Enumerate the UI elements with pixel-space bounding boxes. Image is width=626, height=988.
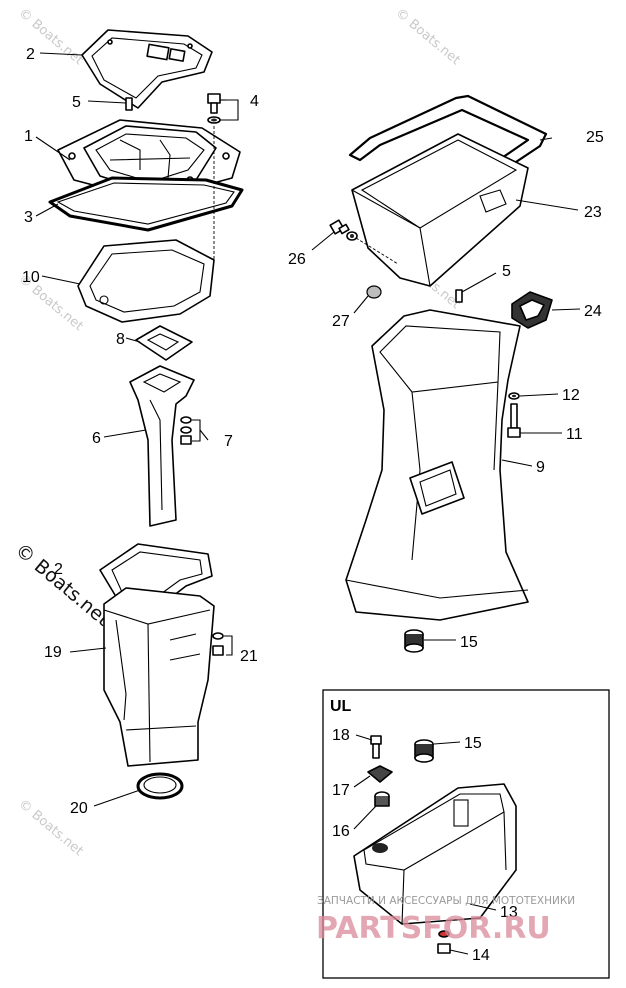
callouts: 2 5 4 1 3 10 8 6 7 2 19 21 20 25 23 26 5…: [22, 46, 604, 964]
callout-13: 13: [500, 904, 518, 921]
part-24-rubber-mount: [511, 291, 553, 329]
part-2-top-gasket: [81, 29, 213, 109]
part-4-bolt: [207, 93, 221, 124]
callout-23: 23: [584, 204, 602, 221]
callout-4: 4: [250, 93, 259, 110]
callout-3: 3: [24, 209, 33, 226]
callout-15: 15: [464, 735, 482, 752]
callout-2: 2: [26, 46, 35, 63]
part-5-dowel-pin: [455, 289, 463, 303]
ul-inset-frame: [322, 689, 610, 979]
watermark: © Boats.net: [392, 6, 462, 68]
brand-tagline: ЗАПЧАСТИ И АКСЕССУАРЫ ДЛЯ МОТОТЕХНИКИ: [317, 895, 575, 907]
callout-6: 6: [92, 430, 101, 447]
part-3-seal: [48, 176, 244, 232]
part-18-bolt: [370, 735, 382, 759]
part-9-upper-casing: [345, 309, 529, 621]
callout-24: 24: [584, 303, 602, 320]
callout-2: 2: [54, 561, 63, 578]
callout-19: 19: [44, 644, 62, 661]
ul-inset-label: UL: [330, 698, 352, 715]
callout-8: 8: [116, 331, 125, 348]
part-27-grommet: [366, 285, 382, 299]
part-13-extension: [353, 783, 517, 925]
callout-5: 5: [502, 263, 511, 280]
callout-15: 15: [460, 634, 478, 651]
callout-10: 10: [22, 269, 40, 286]
part-14-bolt: [437, 930, 451, 954]
callout-9: 9: [536, 459, 545, 476]
part-11-bolt: [507, 403, 521, 438]
part-19-drive-shaft-housing: [103, 587, 215, 767]
part-5-dowel-pin: [125, 97, 133, 111]
callout-14: 14: [472, 947, 490, 964]
part-17-bracket: [367, 765, 393, 783]
callout-27: 27: [332, 313, 350, 330]
leader-lines: [35, 52, 581, 955]
callout-21: 21: [240, 648, 258, 665]
callout-16: 16: [332, 823, 350, 840]
part-15-grommet-inset: [414, 739, 434, 763]
part-10-gasket: [77, 239, 215, 323]
watermark-large: © Boats.net: [11, 539, 114, 630]
callout-12: 12: [562, 387, 580, 404]
brand-name: PARTSFOR.RU: [316, 911, 551, 946]
part-20-seal-ring: [136, 772, 184, 800]
part-6-exhaust-pipe: [129, 365, 195, 527]
brand-watermark: ЗАПЧАСТИ И АКСЕССУАРЫ ДЛЯ МОТОТЕХНИКИ PA…: [316, 895, 575, 946]
callout-17: 17: [332, 782, 350, 799]
part-7-bolt: [180, 416, 192, 445]
callout-1: 1: [24, 128, 33, 145]
part-15-grommet: [404, 629, 424, 653]
callout-7: 7: [224, 433, 233, 450]
callout-26: 26: [288, 251, 306, 268]
part-23-bottom-cowling: [351, 133, 529, 287]
part-12-washer: [508, 392, 520, 400]
part-26-bolt: [329, 219, 358, 241]
callout-25: 25: [586, 129, 604, 146]
alignment-line: [355, 237, 399, 265]
callout-11: 11: [566, 426, 583, 443]
callout-5: 5: [72, 94, 81, 111]
callout-20: 20: [70, 800, 88, 817]
part-21-bolt: [212, 632, 224, 656]
callout-18: 18: [332, 727, 350, 744]
part-8-gasket: [135, 325, 193, 361]
part-16-grommet: [374, 791, 390, 807]
